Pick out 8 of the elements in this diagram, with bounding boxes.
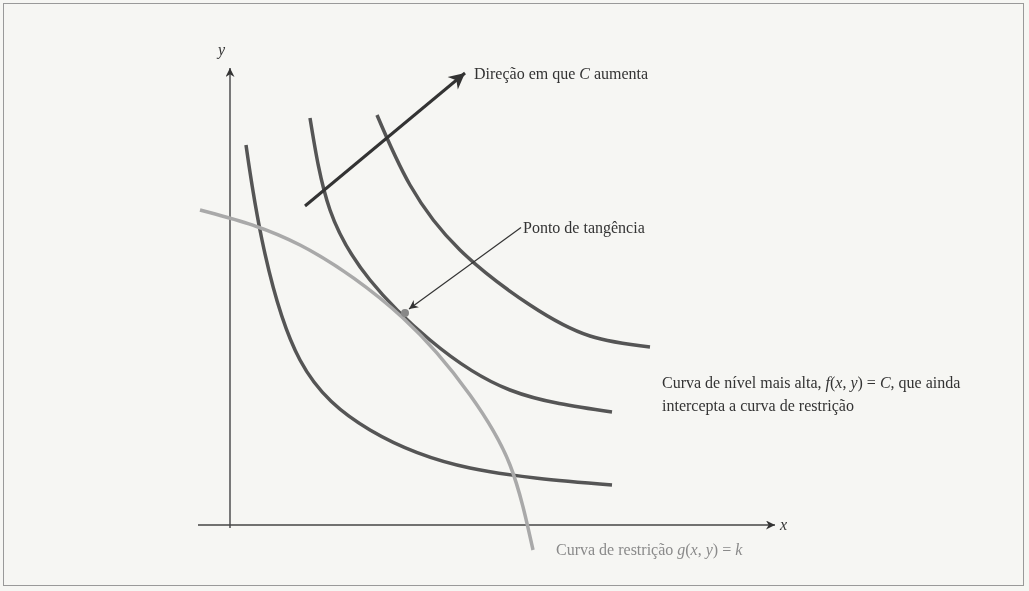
leader-arrow: [408, 226, 522, 310]
direction-label: Direção em que C aumenta: [474, 64, 649, 85]
axis-label: x: [780, 515, 788, 535]
annotation-text: Curva de nível mais alta, f(x, y) = C, que ainda intercepta a curva de restrição: [662, 373, 962, 417]
constraint-label: Curva de restrição g(x, y) = k: [556, 540, 743, 561]
callout-label: Ponto de tangência: [523, 216, 645, 239]
axis-label: y: [218, 40, 226, 61]
tangent-point: [401, 309, 409, 317]
